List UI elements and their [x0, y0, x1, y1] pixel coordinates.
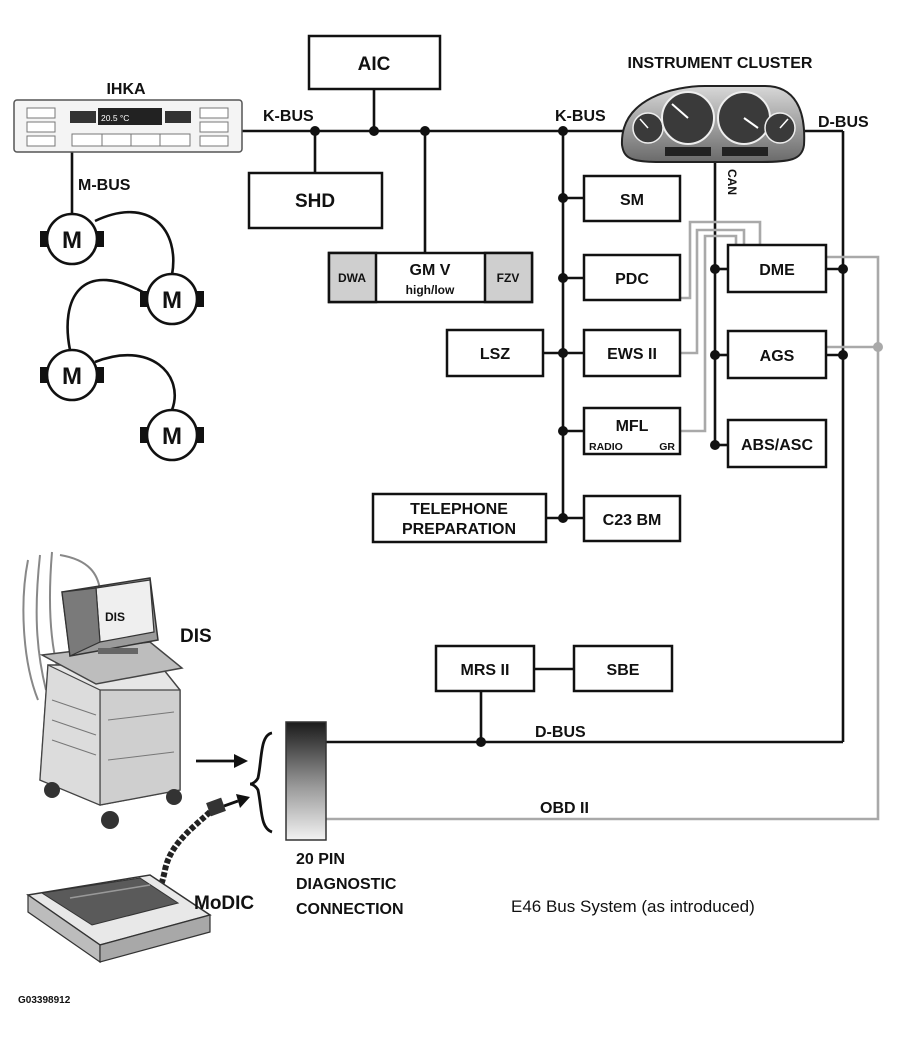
- modic-arrow: [223, 794, 250, 808]
- telephone-label-line1: TELEPHONE: [410, 501, 508, 518]
- dwa-box: [327, 251, 378, 304]
- mfl-box: [582, 406, 682, 456]
- pdc-label: PDC: [615, 271, 649, 288]
- motor-2: [140, 272, 204, 326]
- mfl-gr-label: GR: [659, 441, 675, 453]
- sbe-label: SBE: [607, 662, 640, 679]
- gm-v-label: GM V: [410, 262, 451, 279]
- can-bus-wiring: [713, 160, 728, 447]
- ihka-label: IHKA: [106, 81, 146, 98]
- dis-arrow: [196, 754, 248, 768]
- c23-label: C23 BM: [603, 512, 662, 529]
- fzv-label: FZV: [497, 271, 520, 285]
- dis-label: DIS: [180, 626, 212, 647]
- d-bus-wiring: [326, 129, 845, 744]
- connector-brace: [249, 731, 273, 834]
- ihka-temperature-display: 20.5 °C: [101, 113, 129, 123]
- sbe-box: [572, 644, 674, 693]
- lsz-label: LSZ: [480, 346, 510, 363]
- gray-diagnostic-wiring: [326, 220, 880, 821]
- motor-1: [40, 212, 104, 266]
- mfl-label: MFL: [616, 418, 649, 435]
- can-bus-label: CAN: [725, 169, 739, 195]
- figure-id: G03398912: [18, 995, 71, 1006]
- ihka-control-panel: [13, 99, 243, 153]
- dwa-label: DWA: [338, 271, 366, 285]
- telephone-box: [371, 492, 548, 544]
- ags-label: AGS: [760, 348, 795, 365]
- motor-4: [140, 408, 204, 462]
- k-bus-label-left: K-BUS: [263, 108, 314, 125]
- sm-label: SM: [620, 192, 644, 209]
- k-bus-wiring: [240, 89, 630, 520]
- ags-box: [726, 329, 828, 380]
- motor-3: [40, 348, 104, 402]
- connector-label-line2: DIAGNOSTIC: [296, 876, 397, 893]
- aic-label: AIC: [358, 54, 391, 75]
- mrs-box: [434, 644, 536, 693]
- motor-1-label: M: [62, 227, 82, 254]
- sm-box: [582, 174, 682, 223]
- gm-v-sublabel: high/low: [406, 283, 455, 297]
- c23-box: [582, 494, 682, 543]
- shd-box: [247, 171, 384, 230]
- dis-screen-label: DIS: [105, 610, 125, 624]
- mfl-radio-label: RADIO: [589, 441, 623, 453]
- k-bus-label-right: K-BUS: [555, 108, 606, 125]
- modic-illustration: [26, 797, 226, 964]
- motor-2-label: M: [162, 287, 182, 314]
- lsz-box: [445, 328, 545, 378]
- connector-label-line1: 20 PIN: [296, 851, 345, 868]
- aic-box: [307, 34, 442, 91]
- telephone-label-line2: PREPARATION: [402, 521, 516, 538]
- abs-asc-box: [726, 418, 828, 469]
- instrument-cluster-graphic: [620, 85, 806, 163]
- fzv-box: [483, 251, 534, 304]
- dis-tester-illustration: [22, 551, 184, 829]
- mrs-label: MRS II: [461, 662, 510, 679]
- m-bus-label: M-BUS: [78, 177, 131, 194]
- dme-label: DME: [759, 262, 795, 279]
- m-bus-wiring: [66, 150, 176, 411]
- ews-box: [582, 328, 682, 378]
- instrument-cluster-label: INSTRUMENT CLUSTER: [628, 55, 813, 72]
- obd-label: OBD II: [540, 800, 589, 817]
- d-bus-label-top: D-BUS: [818, 114, 869, 131]
- abs-asc-label: ABS/ASC: [741, 437, 813, 454]
- d-bus-label-bottom: D-BUS: [535, 724, 586, 741]
- connector-label-line3: CONNECTION: [296, 901, 404, 918]
- diagram-caption: E46 Bus System (as introduced): [511, 897, 755, 916]
- diagnostic-connector: [285, 721, 327, 841]
- shd-label: SHD: [295, 191, 335, 212]
- motor-3-label: M: [62, 363, 82, 390]
- modic-label: MoDIC: [194, 893, 254, 914]
- dme-box: [726, 243, 828, 294]
- pdc-box: [582, 253, 682, 302]
- ews-label: EWS II: [607, 346, 657, 363]
- motor-4-label: M: [162, 423, 182, 450]
- junction-dots: [310, 126, 883, 747]
